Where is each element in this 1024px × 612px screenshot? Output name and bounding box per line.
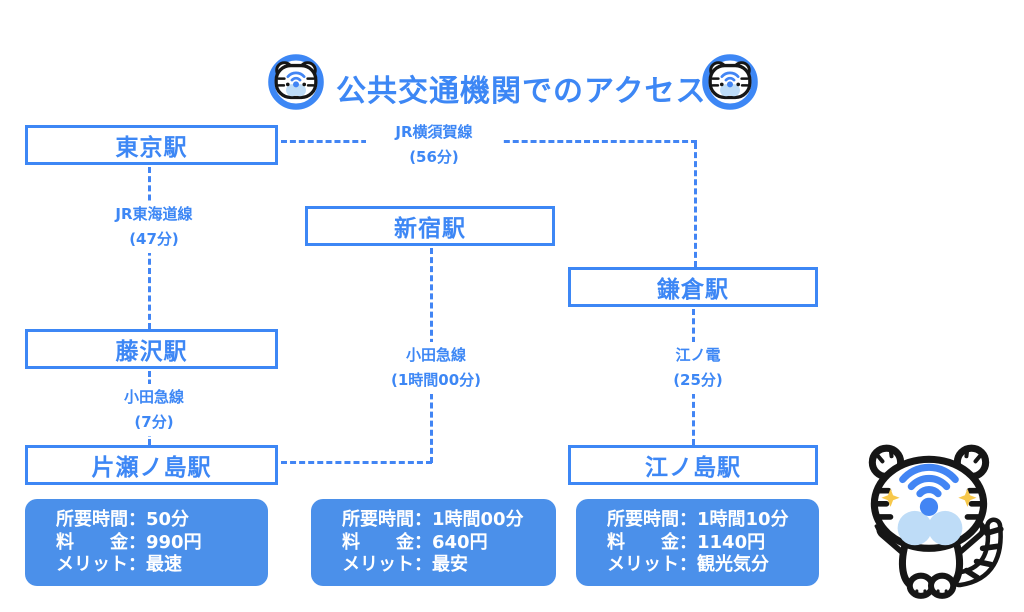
route-line-name: 小田急線 — [123, 388, 184, 406]
station-box-enoshima: 江ノ島駅 — [568, 445, 818, 485]
summary-merit: メリット：観光気分 — [607, 554, 769, 575]
route-label-tokaido: JR東海道線 (47分) — [92, 201, 216, 253]
summary-merit: メリット：最安 — [342, 554, 468, 575]
route-line-yokosuka-vertical — [694, 143, 697, 267]
summary-panel-sightseeing: 所要時間：1時間10分 料 金：1140円 メリット：観光気分 — [576, 499, 819, 586]
tiger-mascot-illustration — [868, 444, 1004, 599]
summary-merit: メリット：最速 — [56, 554, 182, 575]
title-row: 公共交通機関でのアクセス — [0, 26, 1024, 110]
route-line-name: 江ノ電 — [675, 346, 721, 364]
tiger-wifi-icon — [268, 54, 324, 110]
route-label-enoden: 江ノ電 (25分) — [634, 342, 762, 394]
route-duration: (25分) — [673, 371, 723, 389]
route-label-odakyu-long: 小田急線 (1時間00分) — [357, 342, 515, 394]
station-box-shinjuku: 新宿駅 — [305, 206, 555, 246]
route-label-odakyu-short: 小田急線 (7分) — [97, 384, 211, 436]
route-duration: (1時間00分) — [390, 371, 482, 389]
route-line-odakyu-long-horizontal — [281, 461, 432, 464]
route-line-name: 小田急線 — [405, 346, 466, 364]
summary-time: 所要時間：1時間10分 — [607, 509, 789, 530]
station-box-tokyo: 東京駅 — [25, 125, 278, 165]
station-box-fujisawa: 藤沢駅 — [25, 329, 278, 369]
summary-panel-cheapest: 所要時間：1時間00分 料 金：640円 メリット：最安 — [311, 499, 556, 586]
tiger-wifi-icon — [702, 54, 758, 110]
summary-fare: 料 金：640円 — [342, 531, 488, 553]
station-box-katasenoshima: 片瀬ノ島駅 — [25, 445, 278, 485]
summary-time: 所要時間：1時間00分 — [342, 509, 524, 530]
summary-time: 所要時間：50分 — [56, 509, 190, 530]
route-line-name: JR東海道線 — [115, 205, 193, 223]
summary-fare: 料 金：990円 — [56, 531, 202, 553]
route-label-yokosuka: JR横須賀線 (56分) — [366, 119, 502, 171]
page-title: 公共交通機関でのアクセス — [336, 74, 707, 109]
route-duration: (56分) — [409, 148, 459, 166]
summary-fare: 料 金：1140円 — [607, 531, 766, 553]
route-line-name: JR横須賀線 — [395, 123, 473, 141]
route-duration: (47分) — [129, 230, 179, 248]
route-duration: (7分) — [134, 413, 174, 431]
station-box-kamakura: 鎌倉駅 — [568, 267, 818, 307]
summary-panel-fastest: 所要時間：50分 料 金：990円 メリット：最速 — [25, 499, 268, 586]
